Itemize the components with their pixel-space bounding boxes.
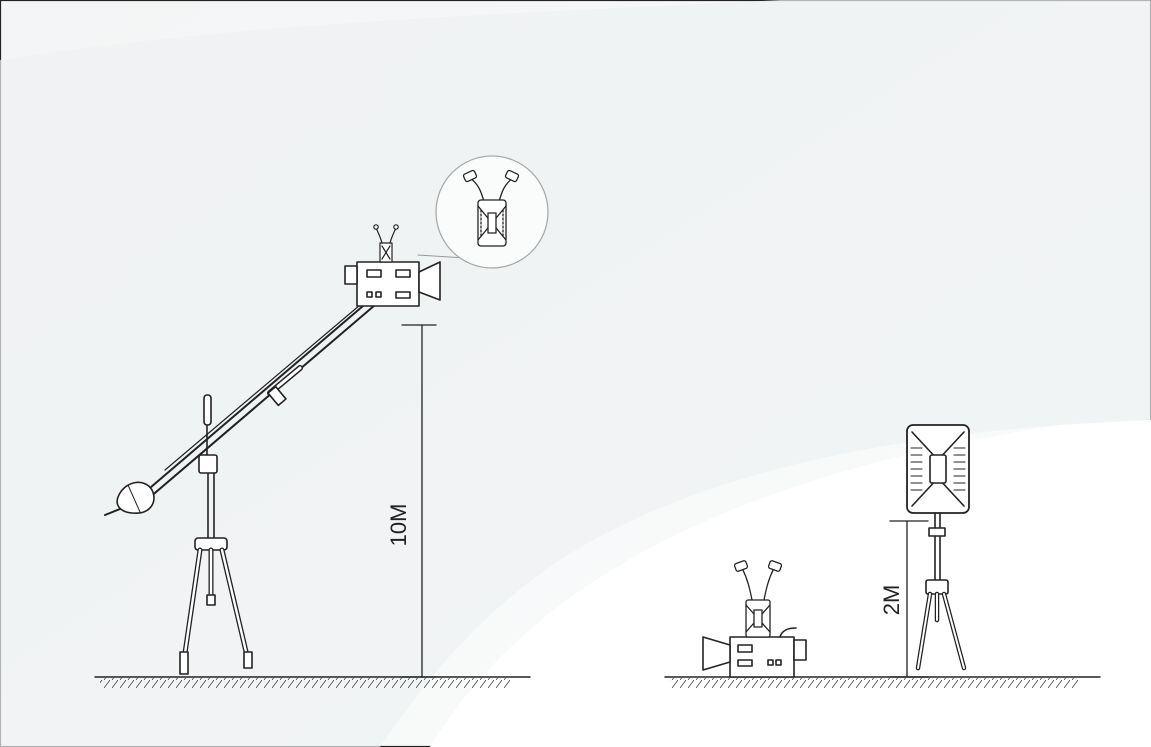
transmitter-zoom-icon <box>462 169 520 247</box>
crane-camera <box>344 261 441 307</box>
receiver-fins-left <box>910 447 923 491</box>
ground-camera <box>702 627 807 678</box>
ground-transmitter <box>733 560 783 638</box>
ground-right <box>664 676 1101 688</box>
receiver-tripod <box>915 512 967 671</box>
background-sweep-light <box>430 420 1151 747</box>
height-dimension-10m <box>401 324 437 678</box>
transmitter-zoom-callout <box>417 155 549 269</box>
height-label-2m: 2M <box>879 585 904 616</box>
height-label-10m: 10M <box>386 504 411 547</box>
receiver-panel <box>906 424 970 514</box>
crane-tripod <box>179 469 253 675</box>
crane-counterweight <box>116 481 155 514</box>
crane-arm <box>104 299 376 516</box>
crane-transmitter <box>373 224 399 263</box>
receiver-fins-right <box>953 447 966 491</box>
stand-scene <box>664 424 1101 688</box>
crane-scene <box>94 155 549 688</box>
height-dimension-2m <box>889 520 929 678</box>
ground-left <box>94 676 531 688</box>
crane-pan-handle <box>198 394 218 474</box>
